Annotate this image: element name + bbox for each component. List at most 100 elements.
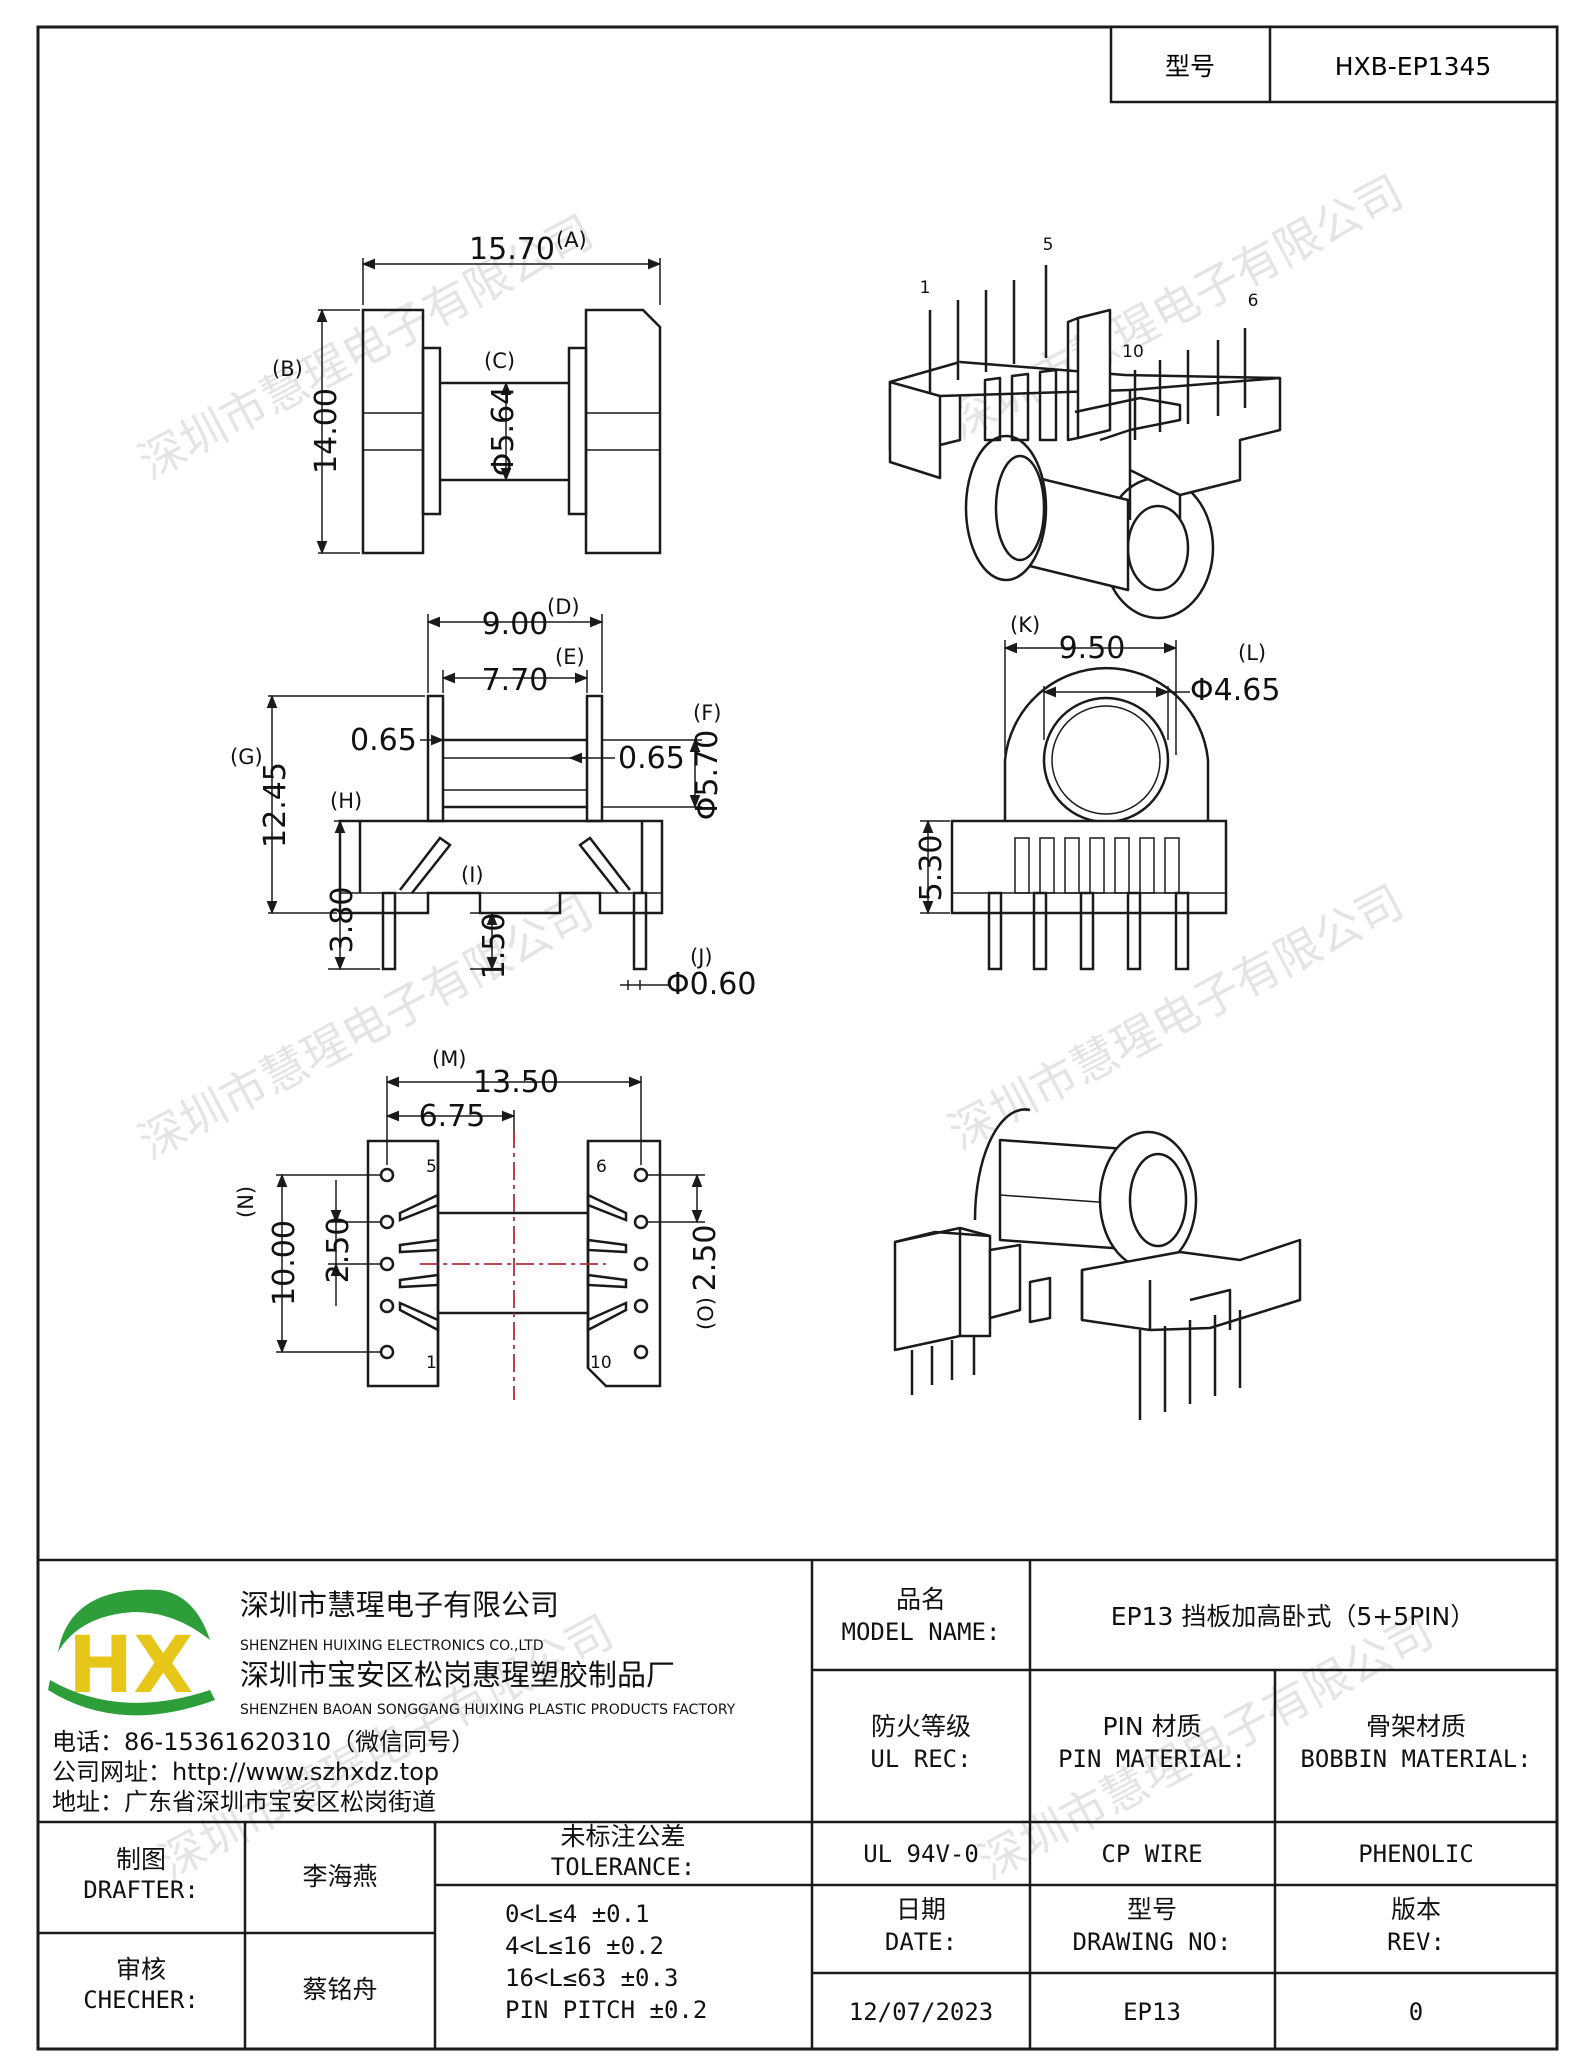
top-view — [316, 258, 662, 555]
rev-label-en: REV: — [1387, 1928, 1445, 1956]
dim-k-tag: (K) — [1010, 613, 1040, 637]
checker-value: 蔡铭舟 — [302, 1975, 377, 2004]
bottom-pin-label: 1 — [426, 1353, 437, 1373]
tolerance-label-cn: 未标注公差 — [560, 1822, 685, 1851]
title-block-fields: 品名 MODEL NAME: EP13 挡板加高卧式（5+5PIN） 防火等级 … — [83, 1585, 1531, 2026]
bottom-view-centerlines — [420, 1130, 606, 1400]
dim-h-tag: (H) — [330, 789, 362, 813]
dim-half-value: 6.75 — [419, 1099, 486, 1134]
dim-b-tag: (B) — [272, 357, 303, 381]
dim-i-tag: (I) — [461, 863, 484, 887]
company-address: 地址：广东省深圳市宝安区松岗街道 — [52, 1788, 436, 1816]
watermark-text: 深圳市慧瑆电子有限公司 — [130, 884, 602, 1169]
dim-d-tag: (D) — [547, 595, 580, 619]
model-name-label-en: MODEL NAME: — [842, 1618, 1001, 1646]
dim-n-tag: (N) — [234, 1186, 258, 1218]
dim-l-tag: (L) — [1238, 641, 1266, 665]
dim-f-value: Φ5.70 — [690, 730, 725, 820]
dim-m-value: 13.50 — [473, 1065, 559, 1100]
dim-e-value: 7.70 — [482, 663, 549, 698]
dim-i-value: 1.50 — [477, 913, 512, 980]
dim-h-value: 3.80 — [325, 887, 360, 954]
bottom-pin-label: 5 — [426, 1157, 437, 1177]
dim-l-value: Φ4.65 — [1190, 673, 1280, 708]
dim-a-value: 15.70 — [469, 232, 555, 267]
drawing-no-value: EP13 — [1123, 1998, 1181, 2026]
checker-label-cn: 审核 — [116, 1955, 166, 1984]
bottom-view-labels: 13.50 (M) 6.75 10.00 (N) 2.50 2.50 (O) 5… — [234, 1047, 723, 1373]
logo-text: HX — [68, 1621, 193, 1711]
dim-a-tag: (A) — [556, 228, 587, 252]
ul-rec-label-cn: 防火等级 — [871, 1712, 971, 1741]
dim-j-tag: (J) — [690, 945, 713, 969]
ul-rec-value: UL 94V-0 — [863, 1840, 979, 1868]
drawing-no-label-cn: 型号 — [1127, 1895, 1177, 1924]
iso-bottom-view — [893, 1108, 1302, 1420]
header-model-label: 型号 — [1165, 52, 1215, 81]
tolerance-line: 16<L≤63 ±0.3 — [505, 1964, 678, 1992]
date-label-en: DATE: — [885, 1928, 957, 1956]
side-view — [266, 614, 702, 990]
dim-c-value: Φ5.64 — [486, 386, 521, 476]
dim-flange-right: 0.65 — [618, 741, 685, 776]
dim-d-value: 9.00 — [482, 607, 549, 642]
iso-pin-label: 5 — [1043, 235, 1054, 255]
pin-material-value: CP WIRE — [1101, 1840, 1202, 1868]
tolerance-line: 0<L≤4 ±0.1 — [505, 1900, 650, 1928]
top-view-labels: 15.70 (A) 14.00 (B) Φ5.64 (C) — [272, 228, 587, 476]
company-name-cn: 深圳市慧瑆电子有限公司 — [240, 1588, 559, 1622]
pin-material-label-cn: PIN 材质 — [1102, 1712, 1201, 1741]
bobbin-material-value: PHENOLIC — [1358, 1840, 1474, 1868]
rev-label-cn: 版本 — [1391, 1895, 1441, 1924]
ul-rec-label-en: UL REC: — [870, 1745, 971, 1773]
front-view-labels: 9.50 (K) Φ4.65 (L) 5.30 — [914, 613, 1280, 901]
iso-top-view — [888, 265, 1282, 620]
iso-pin-label: 1 — [920, 278, 931, 298]
checker-label-en: CHECHER: — [83, 1986, 199, 2014]
drafter-label-en: DRAFTER: — [83, 1876, 199, 1904]
dim-n-value: 10.00 — [267, 1220, 302, 1306]
company-name-en: SHENZHEN HUIXING ELECTRONICS CO.,LTD — [240, 1638, 544, 1654]
dim-o-value: 2.50 — [688, 1225, 723, 1292]
bobbin-material-label-en: BOBBIN MATERIAL: — [1300, 1745, 1531, 1773]
dim-g-value: 12.45 — [258, 762, 293, 848]
dim-c-tag: (C) — [484, 349, 515, 373]
drawing-border — [36, 25, 1559, 2051]
dim-front-height: 5.30 — [914, 835, 949, 902]
company-phone: 电话：86-15361620310（微信同号） — [52, 1728, 475, 1756]
dim-e-tag: (E) — [555, 645, 585, 669]
dim-g-tag: (G) — [230, 745, 263, 769]
model-name-label-cn: 品名 — [896, 1585, 946, 1614]
dim-b-value: 14.00 — [309, 388, 344, 474]
date-value: 12/07/2023 — [849, 1998, 994, 2026]
iso-pin-label: 10 — [1122, 342, 1144, 362]
pin-material-label-en: PIN MATERIAL: — [1058, 1745, 1246, 1773]
company-info: 深圳市慧瑆电子有限公司 SHENZHEN HUIXING ELECTRONICS… — [52, 1588, 736, 1816]
bottom-pin-label: 6 — [596, 1157, 607, 1177]
bottom-pin-label: 10 — [590, 1353, 612, 1373]
drafter-label-cn: 制图 — [116, 1845, 166, 1874]
tolerance-line: PIN PITCH ±0.2 — [505, 1996, 707, 2024]
side-view-labels: 9.00 (D) 7.70 (E) 0.65 0.65 Φ5.70 (F) 12… — [230, 595, 756, 1002]
tolerance-line: 4<L≤16 ±0.2 — [505, 1932, 664, 1960]
drawing-no-label-en: DRAWING NO: — [1073, 1928, 1232, 1956]
dim-j-value: Φ0.60 — [666, 967, 756, 1002]
iso-pin-label: 6 — [1248, 291, 1259, 311]
rev-value: 0 — [1409, 1998, 1423, 2026]
company-logo: HX — [48, 1589, 215, 1716]
company-website: 公司网址：http://www.szhxdz.top — [52, 1758, 439, 1786]
dim-flange-left: 0.65 — [350, 723, 417, 758]
factory-name-en: SHENZHEN BAOAN SONGGANG HUIXING PLASTIC … — [240, 1702, 736, 1718]
dim-k-value: 9.50 — [1059, 631, 1126, 666]
title-block — [38, 1558, 1557, 2049]
factory-name-cn: 深圳市宝安区松岗惠瑆塑胶制品厂 — [240, 1658, 675, 1692]
iso-top-pin-labels: 1 5 6 10 — [920, 235, 1259, 362]
tolerance-label-en: TOLERANCE: — [551, 1853, 696, 1881]
model-name-value: EP13 挡板加高卧式（5+5PIN） — [1111, 1602, 1476, 1631]
bobbin-material-label-cn: 骨架材质 — [1366, 1712, 1466, 1741]
dim-pitch-left: 2.50 — [321, 1217, 356, 1284]
header-model-value: HXB-EP1345 — [1335, 52, 1492, 81]
dim-f-tag: (F) — [693, 701, 721, 725]
header-model-box: 型号 HXB-EP1345 — [1109, 25, 1559, 104]
